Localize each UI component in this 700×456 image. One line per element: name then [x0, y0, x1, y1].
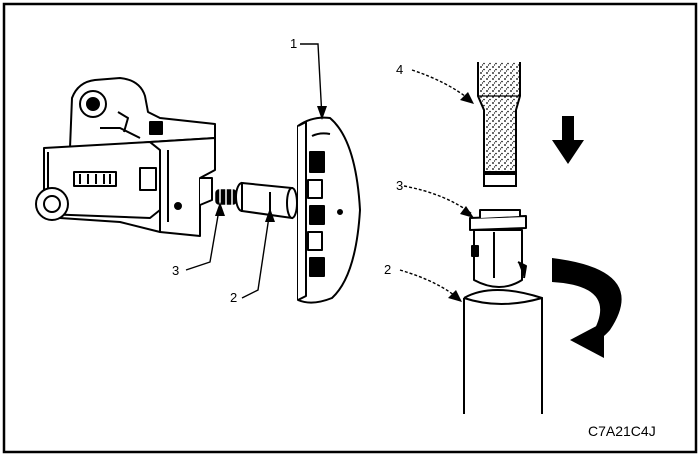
left-leader-arrowheads — [215, 106, 327, 222]
callout-3-plunger: 3 — [396, 178, 403, 193]
installation-drift-part-4 — [477, 62, 521, 187]
support-tube-part-2 — [463, 289, 543, 414]
figure-code: C7A21C4J — [588, 423, 656, 439]
spring-part-3 — [215, 188, 237, 206]
plunger-assembly-part-3 — [469, 209, 527, 288]
callout-4-drift: 4 — [396, 62, 403, 77]
callout-2-plunger: 2 — [230, 290, 237, 305]
down-arrow-icon — [552, 116, 584, 164]
right-leader-lines — [399, 69, 473, 301]
callout-2-support: 2 — [384, 262, 391, 277]
curved-rotation-arrow-icon — [552, 258, 622, 358]
right-leader-arrowheads — [448, 92, 474, 302]
plunger-part-2 — [235, 181, 298, 220]
callout-3-spring: 3 — [172, 263, 179, 278]
tensioner-shoe-part-1 — [297, 116, 361, 304]
left-leader-lines — [185, 43, 323, 299]
tensioner-housing — [35, 77, 216, 237]
callout-1-shoe: 1 — [290, 36, 297, 51]
